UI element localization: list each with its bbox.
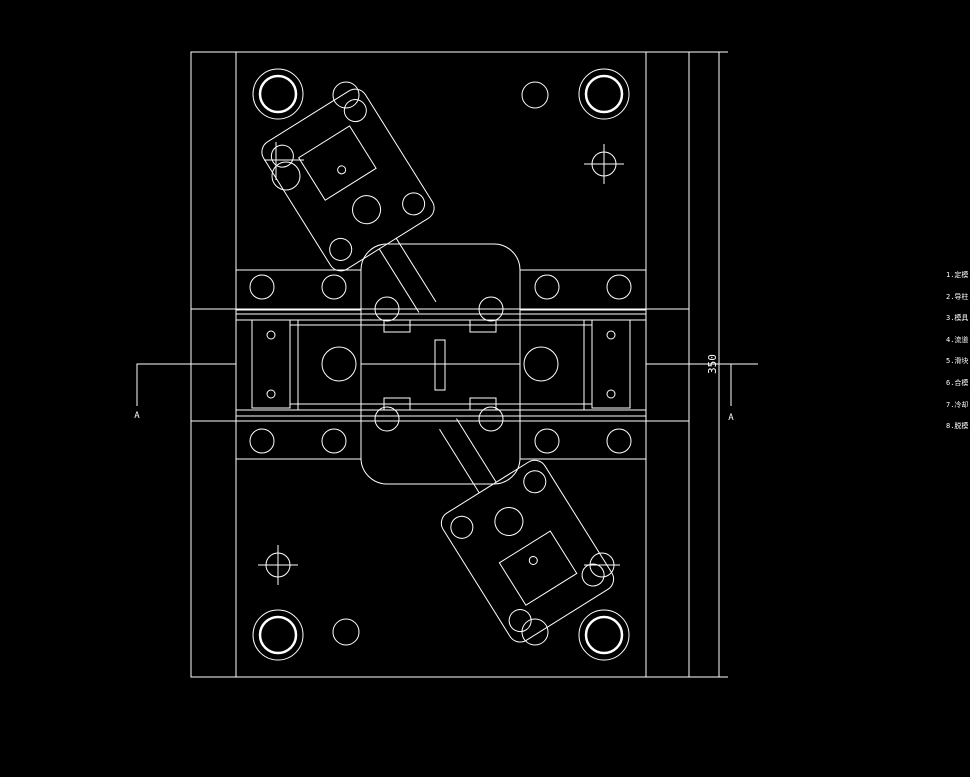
guide-boss-2 bbox=[478, 296, 504, 322]
slide-left-cam bbox=[321, 346, 357, 382]
side-block-right-bottom bbox=[519, 420, 647, 460]
note-5: 5.滑块 bbox=[946, 357, 969, 366]
corner-boss-br-outer bbox=[578, 609, 630, 661]
corner-boss-br-inner bbox=[584, 615, 624, 655]
angled-lifter-lower bbox=[439, 418, 615, 643]
slide-left-pin-top bbox=[266, 330, 276, 340]
slide-right bbox=[591, 319, 631, 409]
sprue-bushing bbox=[434, 339, 446, 391]
block-hole-8 bbox=[606, 428, 632, 454]
side-block-left-bottom bbox=[235, 420, 362, 460]
side-block-left-top bbox=[235, 269, 362, 311]
corner-boss-tr-inner bbox=[584, 74, 624, 114]
slide-right-pin-top bbox=[606, 330, 616, 340]
slide-left-body bbox=[235, 319, 299, 411]
guide-boss-4 bbox=[478, 406, 504, 432]
corner-boss-bl-outer bbox=[252, 609, 304, 661]
hole-bottom-left bbox=[332, 618, 360, 646]
guide-boss-3 bbox=[374, 406, 400, 432]
note-7: 7.冷却 bbox=[946, 400, 969, 409]
section-line-left bbox=[136, 363, 236, 406]
section-mark-left: A bbox=[134, 411, 140, 421]
corner-boss-tr-outer bbox=[578, 68, 630, 120]
block-hole-6 bbox=[321, 428, 347, 454]
hole-bottom-right bbox=[521, 618, 549, 646]
slide-right-cam bbox=[523, 346, 559, 382]
corner-boss-bl-inner bbox=[258, 615, 298, 655]
slide-right-body bbox=[583, 319, 647, 411]
block-hole-2 bbox=[321, 274, 347, 300]
slide-left-pin-bottom bbox=[266, 389, 276, 399]
section-mark-right: A bbox=[728, 413, 734, 423]
block-hole-5 bbox=[249, 428, 275, 454]
guide-boss-1 bbox=[374, 296, 400, 322]
corner-boss-tl-outer bbox=[252, 68, 304, 120]
block-hole-4 bbox=[606, 274, 632, 300]
slide-left bbox=[251, 319, 291, 409]
note-3: 3.模具 bbox=[946, 314, 969, 323]
runner-ribs-bottom-left bbox=[383, 397, 411, 411]
upper-lifter-pin bbox=[271, 161, 301, 191]
note-1: 1.定模 bbox=[946, 271, 969, 279]
note-4: 4.流道 bbox=[946, 335, 969, 344]
corner-boss-tl-inner bbox=[258, 74, 298, 114]
technical-notes: 1.定模 2.导柱 3.模具 4.流道 5.滑块 6.合模 7.冷却 8.脱模 bbox=[946, 265, 970, 438]
runner-ribs-top-left bbox=[383, 319, 411, 333]
angled-lifter-upper bbox=[261, 88, 437, 313]
block-hole-3 bbox=[534, 274, 560, 300]
hole-top-right bbox=[521, 81, 549, 109]
hole-top-left bbox=[332, 81, 360, 109]
dimension-label: 350 bbox=[706, 354, 719, 374]
block-hole-7 bbox=[534, 428, 560, 454]
slide-right-pin-bottom bbox=[606, 389, 616, 399]
note-2: 2.导柱 bbox=[946, 292, 969, 301]
side-block-right-top bbox=[519, 269, 647, 311]
note-6: 6.合模 bbox=[946, 378, 969, 387]
block-hole-1 bbox=[249, 274, 275, 300]
runner-ribs-top-right bbox=[469, 319, 497, 333]
note-8: 8.脱模 bbox=[946, 422, 969, 431]
